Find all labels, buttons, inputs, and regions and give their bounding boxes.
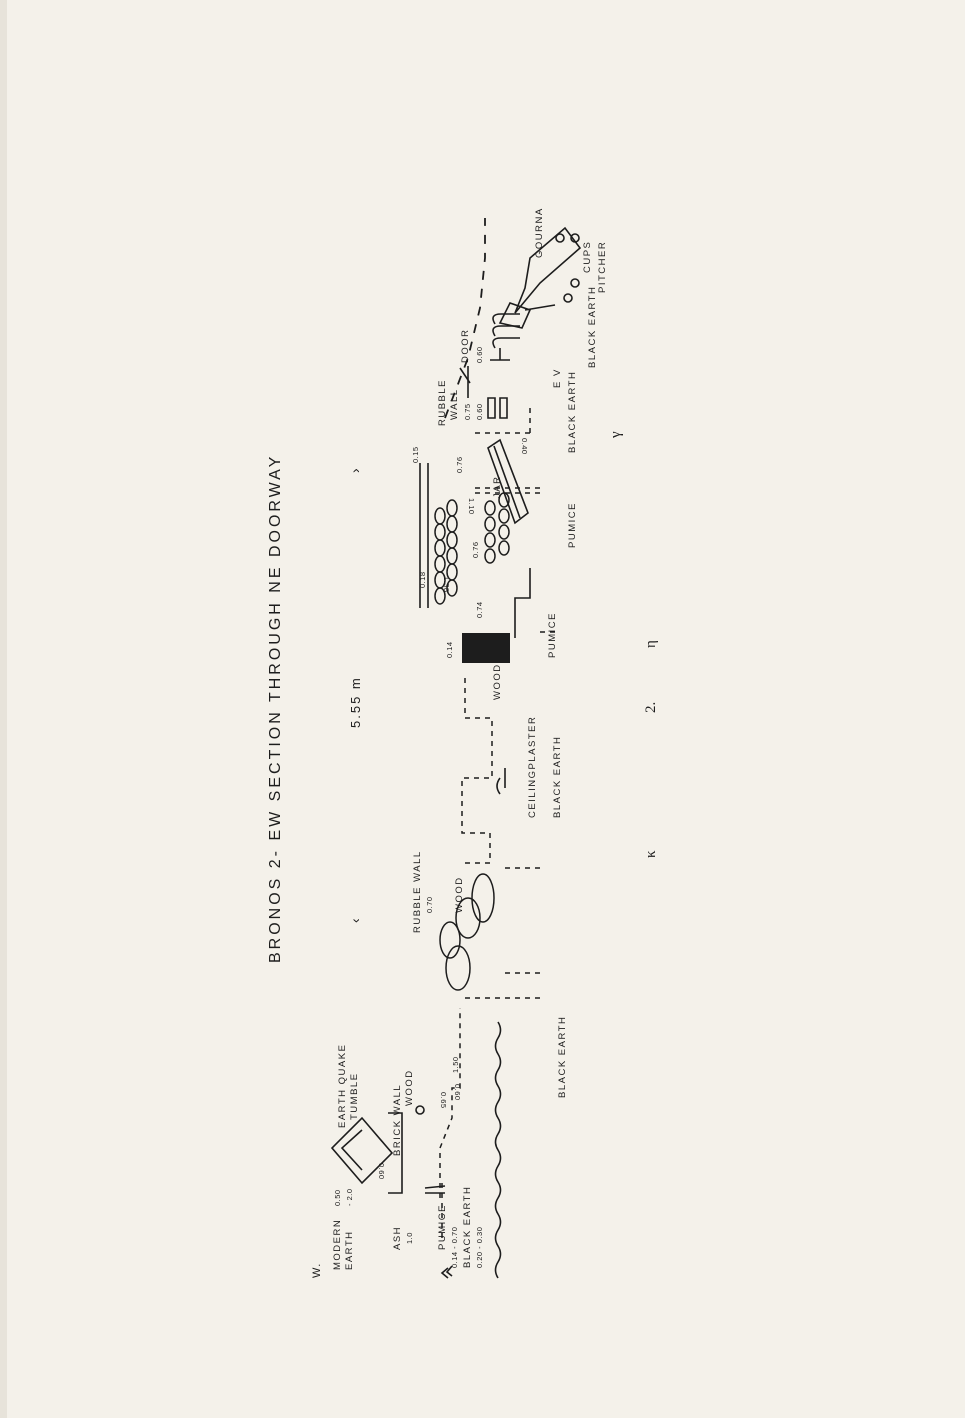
measure-060a: 0.60 [377, 1163, 386, 1180]
measure-110: 1.10 [467, 498, 476, 515]
measure-065: 0.65 [439, 1092, 448, 1109]
pumice-column-1 [514, 568, 531, 638]
modern-val-2: - 2.0 [345, 1188, 354, 1206]
mark-gamma: γ [608, 431, 624, 439]
jar-inner-line [493, 445, 521, 519]
modern-earth-label-1: MODERN [332, 1219, 343, 1270]
ceiling-plaster-label: CEILINGPLASTER [527, 716, 538, 818]
earthquake-label: EARTH QUAKE [337, 1044, 348, 1128]
measure-150: 1.50 [451, 1056, 460, 1073]
pitcher-label: PITCHER [597, 241, 608, 293]
middle-profile-line [461, 678, 493, 864]
door-arrow-icon [459, 367, 471, 384]
measure-014: 0.14 [445, 641, 454, 658]
jar-icon [487, 438, 529, 525]
mark-two: 2. [643, 702, 659, 713]
wood-1-label: WOOD [404, 1069, 415, 1106]
ev-label: E V [552, 368, 563, 388]
rubble-wall-2-label: RUBBLE [437, 379, 448, 426]
measure-060b: 0.60 [453, 1084, 462, 1101]
rubble-val-1: 0.70 [425, 896, 434, 913]
wood-2-label: WOOD [454, 876, 465, 913]
pumice-2-label: PUMICE [567, 502, 578, 548]
mark-eta: η [643, 640, 659, 648]
wavy-base-line [494, 1021, 502, 1279]
modern-val-1: 0.50 [333, 1189, 342, 1206]
ceiling-plaster-icon [496, 768, 506, 795]
tumble-block-icon [330, 1116, 394, 1185]
rubble-val-3: 0.60 [475, 403, 484, 420]
rubble-wall-2-shape [487, 397, 508, 419]
wood-1-icon [415, 1105, 425, 1115]
brick-wall-label: BRICK WALL [392, 1084, 403, 1156]
gourna-basin-icon [514, 226, 582, 314]
pumice-stones-lower [484, 492, 510, 564]
tumble-label: TUMBLE [349, 1072, 360, 1120]
ash-val: 1.0 [405, 1232, 414, 1244]
pumice-stones-upper [434, 499, 458, 605]
rubble-val-2: 0.75 [463, 403, 472, 420]
ash-label: ASH [392, 1226, 403, 1250]
scale-label: 5.55 m [348, 676, 363, 728]
measure-015: 0.15 [411, 446, 420, 463]
rubble-wall-1-label: RUBBLE WALL [412, 850, 423, 933]
west-label: W. [311, 1262, 323, 1278]
figure-title: BRONOS 2- EW SECTION THROUGH NE DOORWAY [267, 454, 284, 963]
cups-label: CUPS [582, 241, 593, 273]
black-earth-3-label: BLACK EARTH [567, 371, 578, 453]
mark-kappa: κ [643, 850, 659, 858]
tumble-inner-line [340, 1129, 363, 1171]
gourna-base-line [524, 304, 556, 311]
page-edge-shadow [0, 0, 7, 1418]
measure-074: 0.74 [475, 601, 484, 618]
rubble-dashes [505, 867, 540, 974]
rubble-stone-1 [445, 945, 471, 991]
left-profile-line [439, 1008, 461, 1198]
wood-beam-block [462, 633, 510, 663]
black-earth-left-val: 0.20 - 0.30 [475, 1227, 484, 1268]
door-label: DOOR [460, 329, 471, 364]
door-val: 0.60 [475, 346, 484, 363]
jar-profile-dash [475, 408, 531, 434]
pumice-hatch-icon [440, 1265, 453, 1279]
black-earth-4-label: BLACK EARTH [587, 286, 598, 368]
black-earth-left-label: BLACK EARTH [462, 1186, 473, 1268]
upper-slope-line [444, 218, 486, 419]
ev-posts-icon [492, 313, 520, 349]
pitcher-icon [563, 293, 573, 303]
wood-3-label: WOOD [492, 663, 503, 700]
modern-earth-label-2: EARTH [344, 1230, 355, 1270]
gourna-label: GOURNA [534, 207, 545, 258]
rubble-stone-2 [439, 921, 461, 959]
measure-076a: 0.76 [471, 541, 480, 558]
cups-icon-1 [570, 278, 580, 288]
pumice-1-label: PUMICE [547, 612, 558, 658]
black-earth-1-label: BLACK EARTH [557, 1016, 568, 1098]
pumice-left-val: 0.14 - 0.70 [450, 1227, 459, 1268]
cups-icon-3 [555, 233, 565, 243]
east-arrow-icon: › [347, 465, 363, 473]
small-vessel-icon [498, 302, 532, 329]
rubble-stone-4 [471, 873, 495, 923]
rubble-stone-3 [455, 897, 481, 939]
pumice-column-dashes [475, 487, 540, 494]
rubble-wall-2b-label: WALL [449, 388, 460, 420]
jar-label: JAR [492, 476, 503, 498]
west-arrow-icon: ‹ [347, 915, 363, 923]
black-earth-2-label: BLACK EARTH [552, 736, 563, 818]
measure-040: 0.40 [520, 438, 529, 455]
measure-076b: 0.76 [455, 456, 464, 473]
measure-018: 0.18 [418, 571, 427, 588]
measure-138: 1.38 [442, 576, 451, 593]
cups-icon-2 [570, 233, 580, 243]
door-post-icon [490, 348, 510, 361]
brick-wall-shape [388, 1112, 403, 1194]
